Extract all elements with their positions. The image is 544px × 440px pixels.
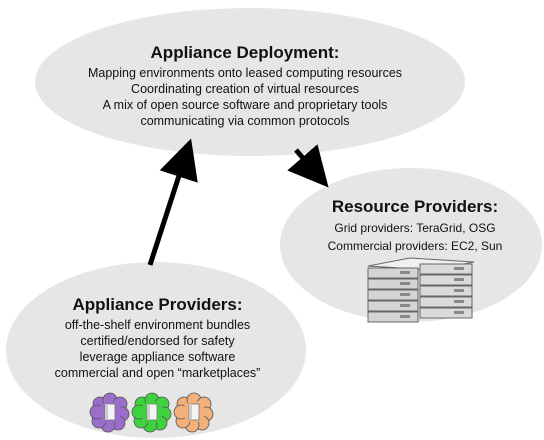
deployment-ellipse <box>35 8 465 156</box>
green-appliance-icon <box>131 392 172 433</box>
appliance-providers-line: certified/endorsed for safety <box>80 334 235 348</box>
deployment-line: communicating via common protocols <box>140 114 350 128</box>
arrow-deployment-to-resource <box>287 144 329 188</box>
appliance-providers-line: off-the-shelf environment bundles <box>64 318 251 332</box>
resource-providers-line: Grid providers: TeraGrid, OSG <box>334 221 496 235</box>
appliance-providers-title: Appliance Providers: <box>72 295 243 314</box>
arrow-appliance-to-deployment <box>147 138 198 266</box>
resource-providers-line: Commercial providers: EC2, Sun <box>327 239 503 253</box>
deployment-line: Coordinating creation of virtual resourc… <box>131 82 359 96</box>
deployment-line: Mapping environments onto leased computi… <box>87 66 403 80</box>
purple-appliance-icon <box>89 392 130 433</box>
deployment-node: Appliance Deployment: Mapping environmen… <box>40 42 450 129</box>
deployment-title: Appliance Deployment: <box>150 43 340 62</box>
appliance-providers-line: leverage appliance software <box>79 350 236 364</box>
resource-providers-title: Resource Providers: <box>331 197 499 216</box>
appliance-providers-node: Appliance Providers: off-the-shelf envir… <box>20 294 295 381</box>
orange-appliance-icon <box>173 392 214 433</box>
resource-providers-node: Resource Providers: Grid providers: Tera… <box>300 196 530 255</box>
appliance-providers-line: commercial and open “marketplaces” <box>54 366 261 380</box>
deployment-line: A mix of open source software and propri… <box>102 98 388 112</box>
